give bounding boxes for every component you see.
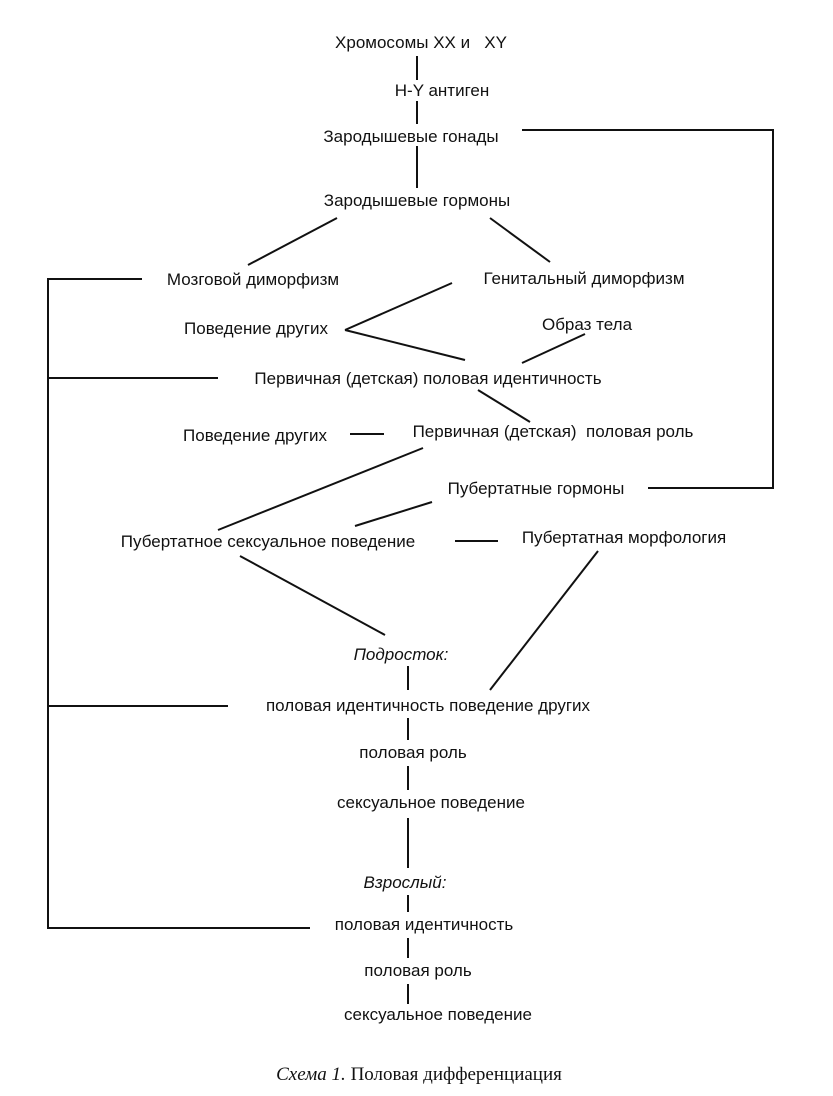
node-adult: Взрослый: xyxy=(364,873,447,892)
edge-others-identity xyxy=(344,329,466,361)
edge-identity-role xyxy=(477,389,531,423)
node-adult-behavior: сексуальное поведение xyxy=(344,1005,532,1024)
caption-prefix: Схема 1. xyxy=(276,1064,346,1085)
node-chromosomes: Хромосомы XX и XY xyxy=(335,33,507,52)
node-body-image: Образ тела xyxy=(542,315,633,334)
node-germ-hormones: Зародышевые гормоны xyxy=(324,191,510,210)
node-primary-identity: Первичная (детская) половая идентичность xyxy=(254,369,601,388)
node-adolescent-identity: половая идентичность поведение других xyxy=(266,696,591,715)
node-adolescent: Подросток: xyxy=(354,645,449,664)
node-adult-identity: половая идентичность xyxy=(335,915,514,934)
edge-behavior-adolescent xyxy=(239,555,386,636)
node-pubertal-sexual-behavior: Пубертатное сексуальное поведение xyxy=(121,532,415,551)
node-brain-dimorphism: Мозговой диморфизм xyxy=(167,270,339,289)
edge-hormones-genital xyxy=(489,217,551,263)
node-hy-antigen: H-Y антиген xyxy=(395,81,490,100)
node-others-behavior-2: Поведение других xyxy=(183,426,327,445)
edge-hormones-brain xyxy=(247,217,338,266)
edge-brain-left-bracket xyxy=(47,278,310,929)
edge-gonads-right-bracket xyxy=(522,129,774,489)
edge-genital-others xyxy=(344,282,453,331)
diagram-caption: Схема 1. Половая дифференциация xyxy=(276,1064,562,1085)
node-adolescent-behavior: сексуальное поведение xyxy=(337,793,525,812)
node-pubertal-hormones: Пубертатные гормоны xyxy=(448,479,625,498)
node-primary-role: Первичная (детская) половая роль xyxy=(413,422,694,441)
node-germ-gonads: Зародышевые гонады xyxy=(323,127,498,146)
caption-title: Половая дифференциация xyxy=(346,1064,562,1085)
edge-morphology-adolescent xyxy=(489,550,599,691)
edge-role-pubertal-behavior xyxy=(217,447,424,531)
connectors xyxy=(47,56,774,1004)
edge-hormones-pubertal-behavior xyxy=(354,501,433,527)
node-pubertal-morphology: Пубертатная морфология xyxy=(522,528,726,547)
node-adolescent-role: половая роль xyxy=(359,743,467,762)
edge-bodyimage-identity xyxy=(521,333,586,364)
node-others-behavior-1: Поведение других xyxy=(184,319,328,338)
node-genital-dimorphism: Генитальный диморфизм xyxy=(483,269,684,288)
node-adult-role: половая роль xyxy=(364,961,472,980)
nodes: Хромосомы XX и XY H-Y антиген Зародышевы… xyxy=(121,33,726,1024)
